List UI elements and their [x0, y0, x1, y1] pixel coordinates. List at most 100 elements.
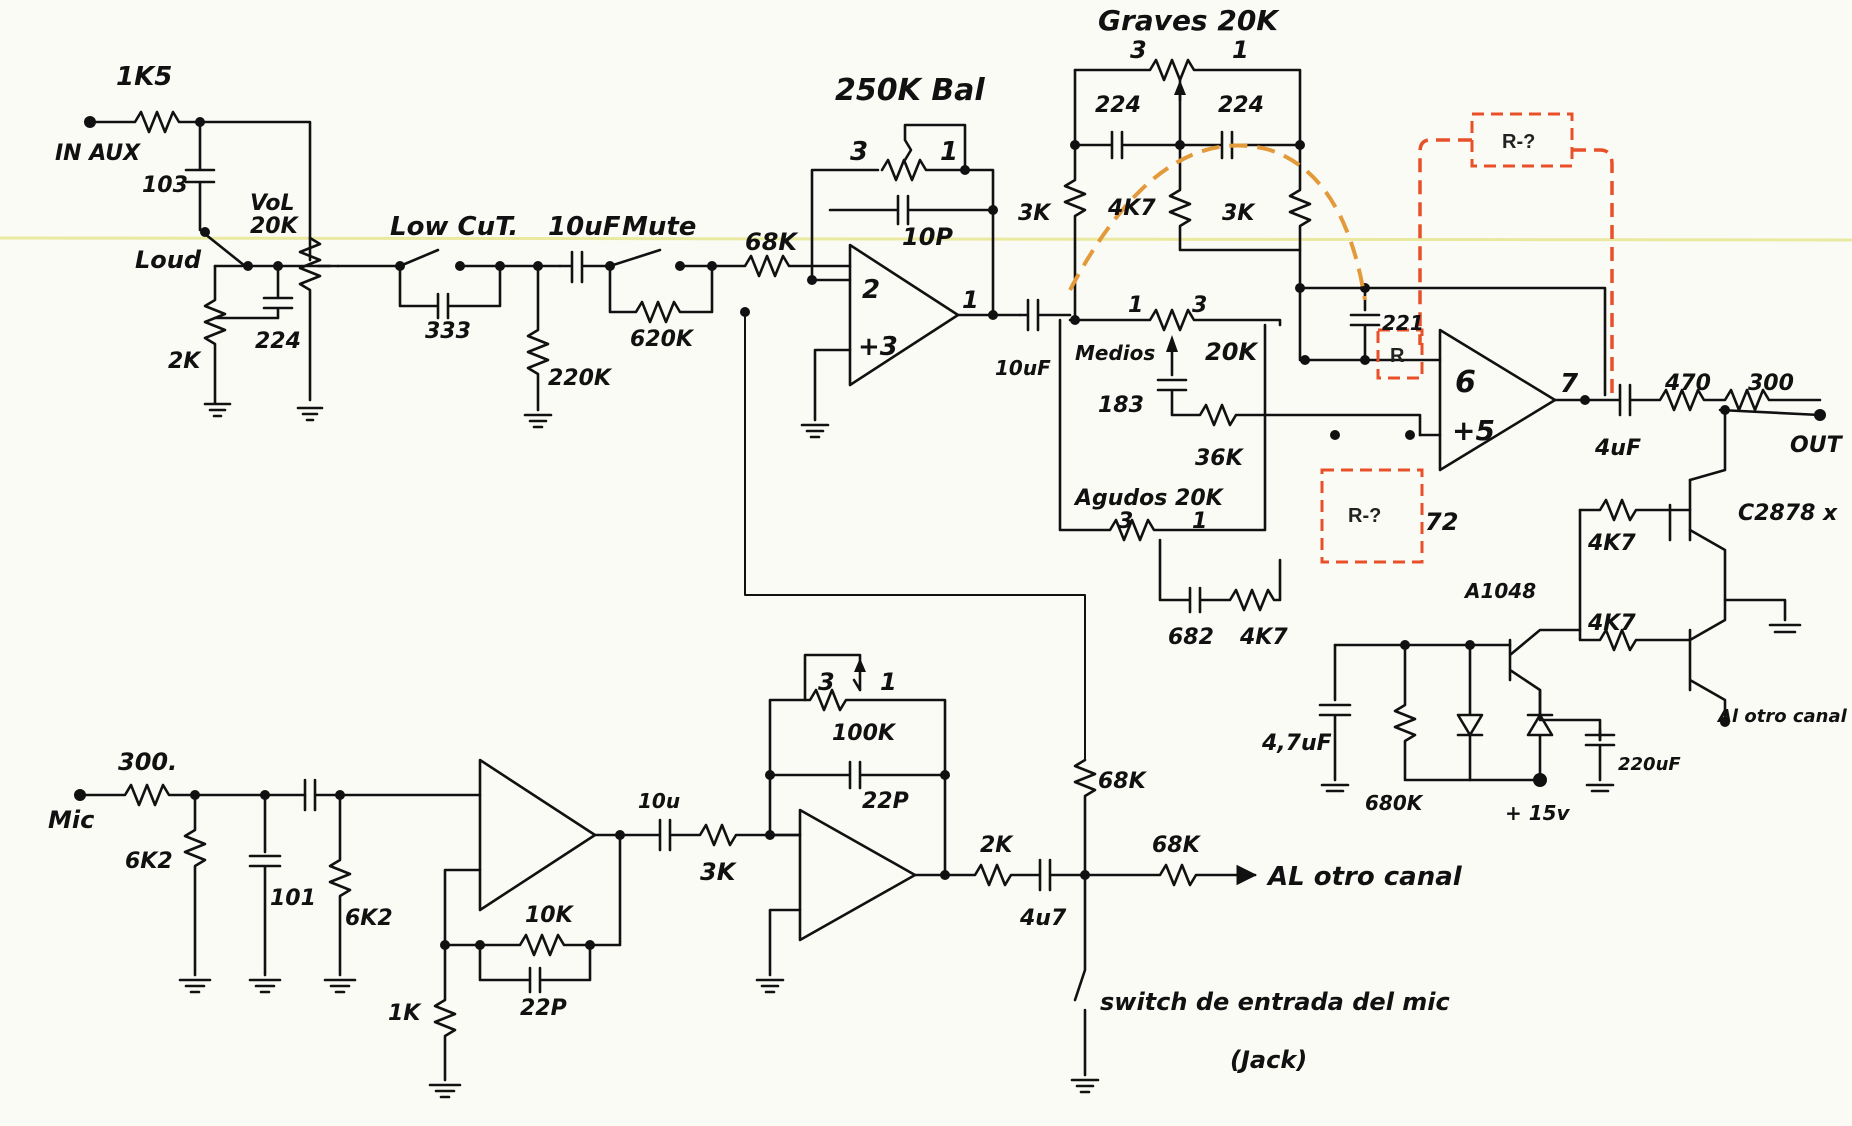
supply-node	[1533, 773, 1547, 787]
label-r-620k: 620K	[630, 327, 695, 352]
label-loud: Loud	[135, 246, 202, 274]
label-out: OUT	[1790, 433, 1844, 458]
r-1k5-resistor	[94, 110, 312, 262]
c-183-and-r-36k	[1156, 338, 1422, 437]
annotations	[1068, 112, 1614, 564]
low-cut-switch	[398, 248, 562, 268]
label-r-300: 300	[1748, 371, 1794, 396]
label-jack: (Jack)	[1230, 1046, 1307, 1074]
label-mic-pot-pin3: 3	[818, 668, 835, 696]
label-c-4u7: 4u7	[1019, 906, 1067, 931]
label-op2-out: 7	[1560, 369, 1579, 399]
r-4k7-top	[1578, 498, 1692, 522]
label-op2-noninv: +5	[1452, 414, 1495, 447]
r-100k	[768, 688, 947, 877]
agudos-pot	[1058, 318, 1267, 542]
label-mic: Mic	[48, 806, 94, 834]
label-c-221: 221	[1382, 311, 1424, 335]
opamp-4-triangle	[798, 808, 917, 942]
label-tail-72: 72	[1425, 508, 1458, 536]
r-3k-a	[1063, 143, 1087, 322]
c-101	[248, 793, 282, 994]
label-r-3k-a: 3K	[1018, 201, 1052, 226]
r-2k-and-c-4u7	[913, 858, 1087, 892]
r-680k	[1393, 643, 1542, 782]
label-r-2k: 2K	[168, 349, 202, 374]
label-r-3k-mic: 3K	[700, 858, 738, 886]
label-op2-inv: 6	[1455, 365, 1476, 400]
label-vol: VoL	[250, 191, 295, 216]
tone-stack	[1058, 58, 1607, 614]
label-r-2k-mic: 2K	[980, 833, 1014, 858]
aux-input-section	[84, 110, 852, 429]
label-r-36k: 36K	[1195, 446, 1245, 471]
label-r-100k: 100K	[832, 721, 897, 746]
label-mic-pot-pin1: 1	[880, 668, 897, 696]
diode-a	[1456, 643, 1484, 782]
label-transistor: C2878 x	[1738, 501, 1838, 526]
mic-section	[74, 653, 1258, 1099]
label-r-top: R-?	[1502, 131, 1535, 153]
label-al-otro-canal-top: Al otro canal	[1716, 706, 1848, 727]
medios-pot	[1068, 308, 1282, 332]
r-6k2-b	[323, 793, 357, 994]
r-mid-box	[1376, 328, 1424, 380]
r-bottom-box	[1320, 468, 1424, 564]
label-medios-pin1: 1	[1128, 293, 1143, 318]
opamp-1-triangle	[848, 243, 960, 387]
c-224-capacitor	[213, 264, 332, 320]
c-10p-capacitor	[828, 194, 995, 226]
label-c-183: 183	[1098, 393, 1144, 418]
label-c-220uf: 220uF	[1618, 754, 1681, 775]
mute-switch	[608, 248, 714, 268]
label-r-4k7-b: 4K7	[1239, 625, 1288, 650]
graves-pot	[1073, 58, 1302, 147]
label-r-mid: R	[1390, 345, 1405, 367]
tone-feedback	[1298, 286, 1607, 397]
label-r-68k-up: 68K	[1098, 769, 1148, 794]
label-r-10k: 10K	[525, 903, 575, 928]
label-r-300-mic: 300.	[118, 748, 177, 776]
r-2k-resistor	[203, 264, 232, 418]
r-top-right-line	[1572, 148, 1614, 400]
loud-switch	[203, 232, 247, 268]
mic-terminal	[74, 789, 86, 801]
c-10uf-out	[1018, 298, 1072, 332]
label-mute: Mute	[622, 212, 696, 242]
r-3k-mic	[593, 818, 802, 852]
label-op1-out: 1	[962, 286, 979, 314]
label-medios-value: 20K	[1205, 338, 1259, 366]
c-10uf-coupling	[558, 250, 612, 284]
mic-jack-switch	[1070, 873, 1100, 1094]
r-3k-b	[1288, 143, 1312, 362]
transistor-lower	[1688, 598, 1727, 722]
label-graves-pin1: 1	[1232, 36, 1249, 64]
opamp-2-triangle	[1438, 328, 1557, 472]
label-c-10u: 10u	[638, 789, 680, 813]
r-68k-to-other-channel	[1083, 863, 1258, 887]
label-graves: Graves 20K	[1098, 4, 1280, 37]
r-top-left-line	[1418, 138, 1472, 345]
label-r-68k: 68K	[745, 228, 799, 256]
label-c-22p: 22P	[520, 996, 567, 1021]
label-c-682: 682	[1168, 625, 1214, 650]
c-47uf	[1318, 643, 1352, 793]
opamp-1	[800, 123, 1072, 439]
label-switch: switch de entrada del mic	[1100, 988, 1450, 1016]
label-r-6k2-a: 6K2	[125, 849, 173, 874]
label-r-6k2-b: 6K2	[345, 906, 393, 931]
opamp-1-ground	[800, 348, 852, 439]
label-r-4k7-top: 4K7	[1587, 531, 1636, 556]
in-aux-terminal	[84, 116, 96, 128]
label-supply: + 15v	[1505, 801, 1571, 825]
label-bal-pin1: 1	[940, 137, 958, 167]
label-driver: A1048	[1463, 579, 1536, 603]
label-r-1k5: 1K5	[116, 62, 172, 92]
feedback-wire	[744, 311, 1086, 761]
label-c-333: 333	[425, 319, 471, 344]
scan-line	[0, 236, 1852, 242]
label-c-10uf-out: 10uF	[995, 356, 1051, 380]
orange-arc	[1068, 143, 1367, 301]
